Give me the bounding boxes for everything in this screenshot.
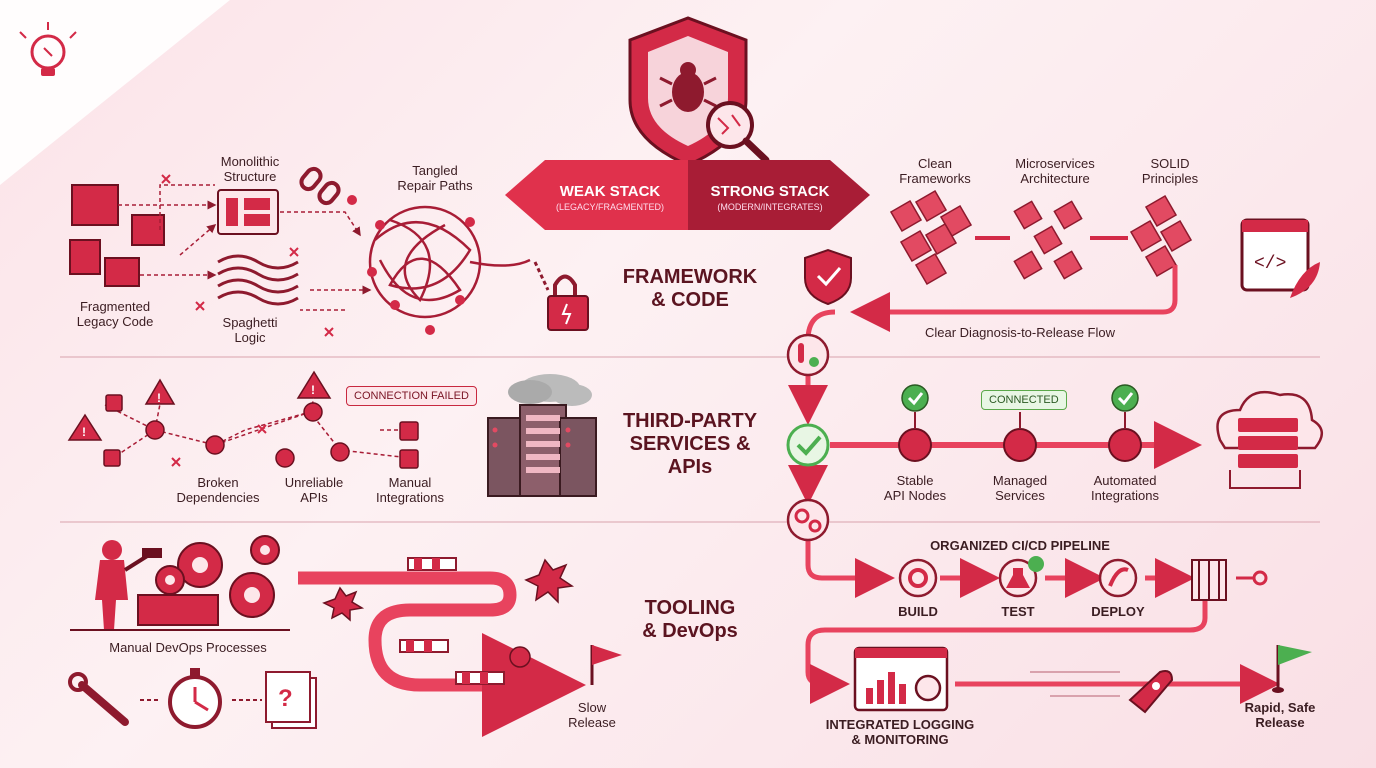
label-managed-services: Managed Services: [992, 473, 1048, 503]
build-icon: [898, 558, 938, 598]
label-solid-principles: SOLID Principles: [1141, 156, 1199, 186]
alert-icon: [509, 646, 531, 668]
label-manual-devops: Manual DevOps Processes: [109, 640, 267, 655]
connection-failed-badge: CONNECTION FAILED: [346, 386, 477, 406]
broken-chain-icon: [299, 166, 341, 206]
label-rapid-release: Rapid, Safe Release: [1244, 700, 1316, 730]
api-node: [898, 428, 1142, 462]
lightbulb-icon: [19, 22, 77, 76]
section-framework-code: FRAMEWORK & CODE: [622, 266, 758, 311]
slow-release-path: [298, 571, 586, 737]
strong-stack-title: STRONG STACK: [710, 183, 830, 200]
test-tube-node: [786, 333, 830, 377]
label-logging-monitoring: INTEGRATED LOGGING & MONITORING: [825, 717, 975, 747]
label-unreliable-apis: Unreliable APIs: [284, 475, 344, 505]
label-build: BUILD: [898, 604, 938, 619]
microservices-cubes: [1013, 200, 1083, 280]
label-automated-integrations: Automated Integrations: [1091, 473, 1159, 503]
label-spaghetti: Spaghetti Logic: [222, 315, 278, 345]
label-monolithic: Monolithic Structure: [220, 154, 280, 184]
deploy-icon: [1098, 558, 1138, 598]
weak-stack-title: WEAK STACK: [559, 183, 661, 200]
code-window-icon: </>: [1240, 218, 1320, 298]
label-stable-api: Stable API Nodes: [883, 473, 947, 503]
clean-frameworks-cubes: [889, 189, 973, 286]
gate-key-icon: [1191, 559, 1268, 601]
connected-badge: CONNECTED: [981, 390, 1067, 410]
shield-check-icon: [804, 248, 852, 306]
wrench-icon: [68, 672, 129, 726]
label-fragmented-legacy: Fragmented Legacy Code: [76, 299, 154, 329]
section-third-party: THIRD-PARTY SERVICES & APIs: [622, 410, 758, 478]
padlock-icon: [547, 274, 589, 331]
magnifier-icon: [706, 101, 770, 164]
svg-text:?: ?: [278, 685, 293, 712]
fragmented-code-icon: [69, 184, 165, 287]
label-deploy: DEPLOY: [1091, 604, 1145, 619]
label-test: TEST: [1001, 604, 1035, 619]
svg-text:!: !: [311, 383, 315, 397]
label-cicd-pipeline: ORGANIZED CI/CD PIPELINE: [930, 538, 1110, 553]
server-rack-icon: [487, 374, 597, 497]
gear-node: [786, 498, 830, 542]
label-broken-deps: Broken Dependencies: [176, 475, 260, 505]
label-tangled: Tangled Repair Paths: [397, 163, 473, 193]
stopwatch-icon: [168, 668, 222, 729]
monitoring-dashboard-icon: [853, 646, 949, 712]
worker-icon: [95, 540, 162, 630]
solid-cubes: [1129, 194, 1193, 278]
test-icon: [998, 556, 1044, 598]
svg-text:!: !: [157, 391, 161, 405]
label-clean-frameworks: Clean Frameworks: [899, 156, 971, 186]
label-microservices: Microservices Architecture: [1015, 156, 1095, 186]
spaghetti-icon: [217, 254, 299, 306]
svg-text:!: !: [82, 425, 86, 439]
monolith-icon: [217, 189, 279, 235]
svg-text:</>: </>: [1254, 254, 1286, 274]
weak-stack-banner: [505, 160, 688, 230]
strong-stack-banner: [688, 160, 870, 230]
checkmark-icon: [901, 384, 1139, 429]
barrier-icon: [399, 557, 505, 685]
documents-icon: ?: [265, 671, 317, 729]
checkmark-node: [786, 423, 830, 467]
label-diagnosis-flow: Clear Diagnosis-to-Release Flow: [924, 325, 1116, 340]
section-tooling-devops: TOOLING & DevOps: [642, 597, 738, 642]
strong-stack-subtitle: (MODERN/INTEGRATES): [717, 202, 823, 212]
tangle-icon: [368, 205, 531, 319]
rocket-icon: [1030, 670, 1174, 714]
warning-icon: [67, 370, 332, 441]
label-slow-release: Slow Release: [568, 700, 616, 730]
label-manual-integrations: Manual Integrations: [376, 475, 444, 505]
cloud-server-icon: [1216, 390, 1323, 489]
flag-icon: [590, 645, 622, 685]
burst-icon: [322, 558, 575, 622]
green-flag-icon: [1272, 645, 1312, 693]
weak-stack-subtitle: (LEGACY/FRAGMENTED): [555, 202, 664, 212]
